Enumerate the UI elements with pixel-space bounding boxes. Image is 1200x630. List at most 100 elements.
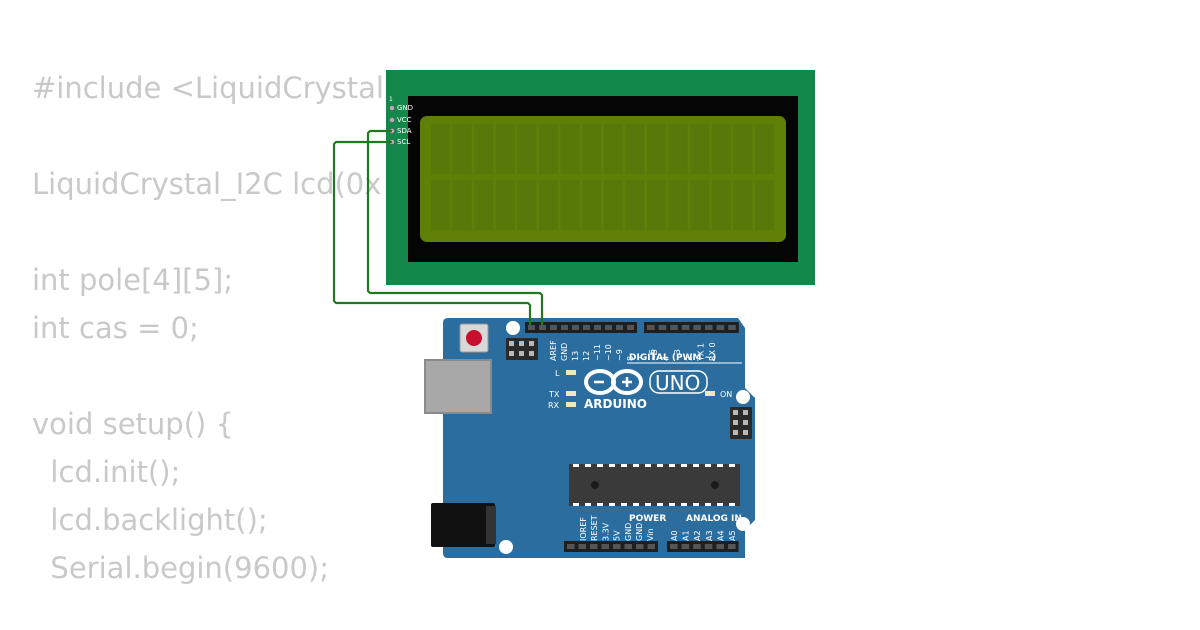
header-pin[interactable] xyxy=(693,325,701,330)
header-pin[interactable] xyxy=(716,544,724,549)
wire-sda[interactable] xyxy=(366,129,544,326)
wire-scl[interactable] xyxy=(332,140,532,326)
pin-label: ~3 xyxy=(673,349,682,361)
icsp-pin xyxy=(519,341,524,346)
header-pin[interactable] xyxy=(681,544,690,549)
lcd-char-cell xyxy=(647,124,666,174)
header-pin[interactable] xyxy=(590,544,598,549)
icsp-pin xyxy=(733,410,738,415)
lcd-char-cell xyxy=(431,124,450,174)
pin-label: A2 xyxy=(693,530,702,541)
icsp-pin xyxy=(509,341,514,346)
header-pin[interactable] xyxy=(539,325,546,330)
analog-header[interactable] xyxy=(667,541,739,552)
header-pin[interactable] xyxy=(658,325,667,330)
lcd-char-cell xyxy=(690,180,710,230)
header-pin[interactable] xyxy=(716,325,725,330)
power-jack-rim xyxy=(486,506,496,544)
header-pin[interactable] xyxy=(605,325,612,330)
lcd-pin-sda[interactable]: SDA xyxy=(389,127,412,135)
led-on-label: ON xyxy=(720,390,732,399)
header-pin[interactable] xyxy=(578,544,587,549)
header-pin[interactable] xyxy=(705,325,713,330)
pin-label: 5V xyxy=(613,530,622,541)
pin-label: 2 xyxy=(685,356,694,361)
lcd-char-cell xyxy=(755,124,774,174)
header-pin[interactable] xyxy=(528,325,535,330)
arduino-infinity-logo-icon xyxy=(584,369,643,395)
header-pin[interactable] xyxy=(572,325,579,330)
pin-label: ~5 xyxy=(650,349,659,361)
header-pin[interactable] xyxy=(728,325,736,330)
icsp-pin xyxy=(733,420,738,425)
header-pin[interactable] xyxy=(670,544,678,549)
header-pin[interactable] xyxy=(624,544,633,549)
digital-header-left[interactable] xyxy=(525,322,637,333)
pin-label: A0 xyxy=(670,530,679,541)
header-pin[interactable] xyxy=(616,325,623,330)
lcd-module[interactable]: 1 GND VCC SDA SCL xyxy=(386,70,815,285)
pin-label: ~10 xyxy=(604,344,613,361)
lcd-character-grid xyxy=(431,124,774,230)
icsp-pin xyxy=(743,430,748,435)
atmega-chip xyxy=(569,464,740,506)
lcd-char-cell xyxy=(474,180,494,230)
lcd-char-cell xyxy=(711,124,731,174)
pin-label: TX 1 xyxy=(696,343,705,362)
header-pin[interactable] xyxy=(647,544,656,549)
pin-label: RX 0 xyxy=(708,342,717,361)
lcd-pin-gnd[interactable]: GND xyxy=(389,104,413,112)
header-pin[interactable] xyxy=(594,325,601,330)
lcd-char-cell xyxy=(647,180,666,230)
header-pin[interactable] xyxy=(647,325,655,330)
header-pin[interactable] xyxy=(704,544,713,549)
header-pin[interactable] xyxy=(583,325,590,330)
icsp-pin xyxy=(743,420,748,425)
lcd-char-cell xyxy=(517,180,537,230)
pin-label: ~11 xyxy=(593,344,602,361)
code-line: int cas = 0; xyxy=(32,311,199,345)
digital-header-right[interactable] xyxy=(644,322,739,333)
power-header[interactable] xyxy=(564,541,658,552)
reset-button[interactable] xyxy=(459,323,489,353)
lcd-pin1-marker: 1 xyxy=(389,96,393,103)
pin-label: RESET xyxy=(590,515,599,541)
header-pin[interactable] xyxy=(728,544,736,549)
lcd-pin-label: SCL xyxy=(397,138,410,146)
pin-label: A1 xyxy=(682,530,691,541)
pin-label: A4 xyxy=(716,530,725,541)
header-pin[interactable] xyxy=(681,325,690,330)
header-pin[interactable] xyxy=(567,544,575,549)
led-rx-label: RX xyxy=(548,401,560,410)
header-pin[interactable] xyxy=(550,325,557,330)
code-line: int pole[4][5]; xyxy=(32,263,234,297)
header-pin[interactable] xyxy=(601,544,610,549)
lcd-pin-label: SDA xyxy=(397,127,412,135)
lcd-char-cell xyxy=(603,124,623,174)
lcd-pin-label: GND xyxy=(397,104,413,112)
lcd-char-cell xyxy=(495,180,515,230)
power-jack[interactable] xyxy=(431,503,495,547)
lcd-char-cell xyxy=(539,124,558,174)
led-rx: RX xyxy=(548,401,576,410)
usb-port[interactable] xyxy=(424,359,492,414)
lcd-char-cell xyxy=(733,180,753,230)
lcd-char-cell xyxy=(733,124,753,174)
led-tx: TX xyxy=(548,390,576,399)
header-pin[interactable] xyxy=(561,325,568,330)
header-pin[interactable] xyxy=(670,325,678,330)
lcd-pin-scl[interactable]: SCL xyxy=(389,138,410,146)
lcd-char-cell xyxy=(625,124,645,174)
header-pin[interactable] xyxy=(613,544,621,549)
uno-badge xyxy=(649,370,708,394)
analog-header-label: ANALOG IN xyxy=(686,514,742,524)
header-pin[interactable] xyxy=(693,544,701,549)
code-line: void setup() { xyxy=(32,407,234,441)
lcd-char-cell xyxy=(668,124,688,174)
pin-label: 3.3V xyxy=(601,522,610,541)
header-pin[interactable] xyxy=(627,325,634,330)
header-pin[interactable] xyxy=(636,544,644,549)
lcd-pin-vcc[interactable]: VCC xyxy=(389,116,412,124)
lcd-char-cell xyxy=(560,124,580,174)
